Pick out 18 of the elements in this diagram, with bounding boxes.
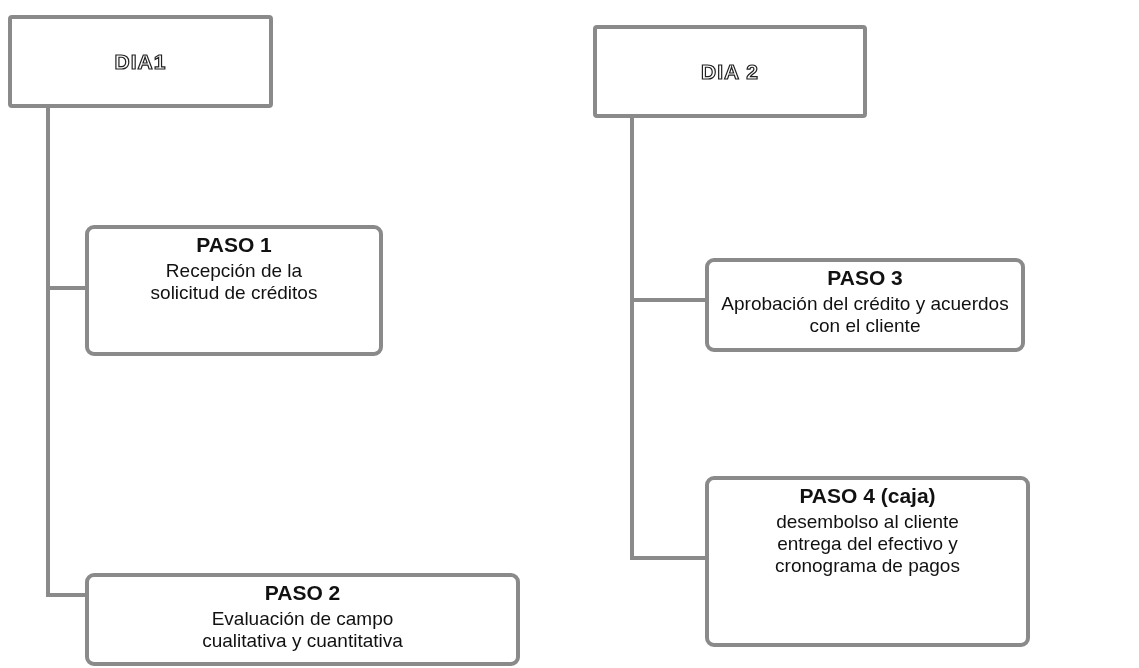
connector-line xyxy=(630,118,705,560)
step-title: PASO 1 xyxy=(196,233,272,258)
day-header-box xyxy=(8,15,273,108)
step-description: Evaluación de campo cualitativa y cuantitativa xyxy=(201,608,404,652)
step-description: Aprobación del crédito y acuerdos con el cliente xyxy=(720,293,1010,337)
day-title: DIA1 xyxy=(114,49,167,74)
step-description: Recepción de la solicitud de créditos xyxy=(149,260,319,304)
connector-line xyxy=(46,108,85,597)
step-box xyxy=(85,573,520,666)
step-box xyxy=(85,225,383,356)
step-title: PASO 4 (caja) xyxy=(799,484,936,509)
step-title: PASO 3 xyxy=(827,266,903,291)
step-description: desembolso al cliente entrega del efectivo y cronograma de pagos xyxy=(774,511,961,577)
step-title: PASO 2 xyxy=(264,581,341,606)
step-box xyxy=(705,258,1025,352)
day-header-box xyxy=(593,25,867,118)
day-title: DIA 2 xyxy=(701,59,759,84)
step-box xyxy=(705,476,1030,647)
